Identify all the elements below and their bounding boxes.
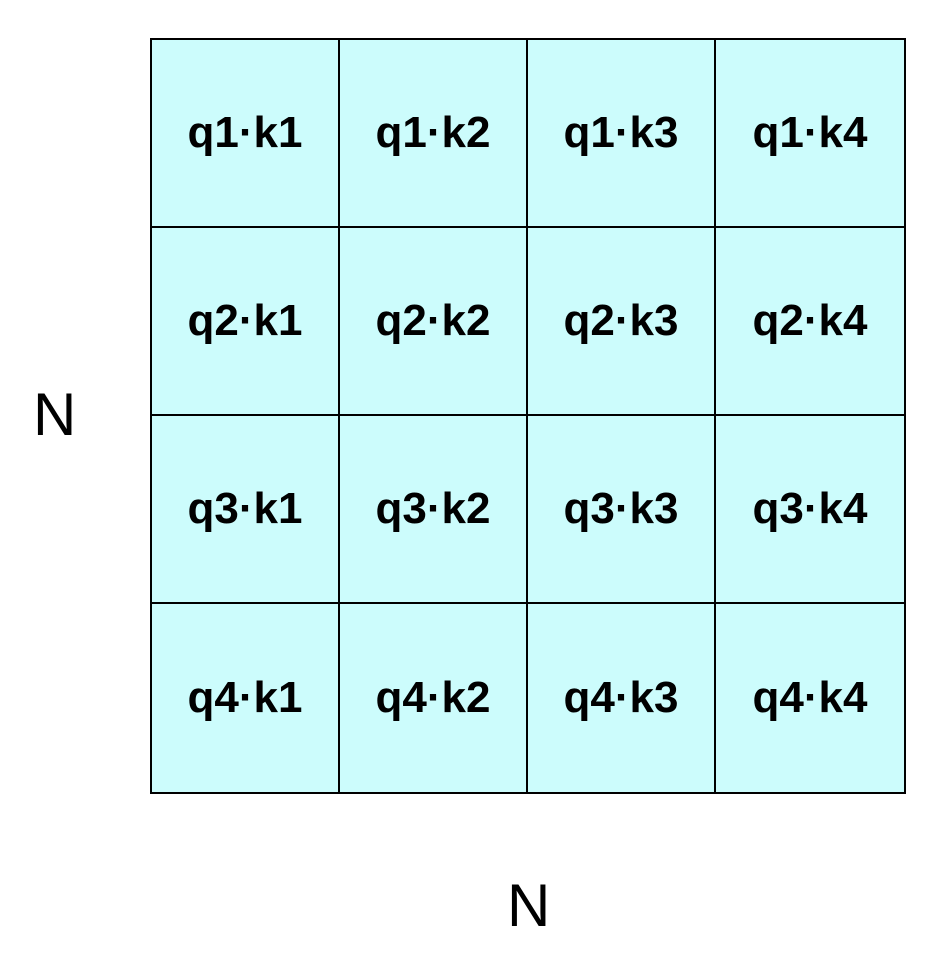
matrix-cell: q1·k2	[340, 40, 528, 228]
matrix-cell: q4·k3	[528, 604, 716, 792]
row-axis-label: N	[33, 381, 77, 448]
matrix-cell: q3·k2	[340, 416, 528, 604]
matrix-cell: q1·k4	[716, 40, 904, 228]
matrix-cell: q3·k1	[152, 416, 340, 604]
matrix-cell: q3·k4	[716, 416, 904, 604]
matrix-cell: q4·k2	[340, 604, 528, 792]
matrix-cell: q2·k4	[716, 228, 904, 416]
matrix-cell: q2·k2	[340, 228, 528, 416]
matrix-cell: q2·k3	[528, 228, 716, 416]
column-axis-label: N	[507, 872, 551, 939]
matrix-cell: q1·k3	[528, 40, 716, 228]
attention-score-matrix: q1·k1 q1·k2 q1·k3 q1·k4 q2·k1 q2·k2 q2·k…	[150, 38, 906, 794]
matrix-cell: q3·k3	[528, 416, 716, 604]
matrix-cell: q4·k1	[152, 604, 340, 792]
matrix-cell: q4·k4	[752, 673, 868, 722]
matrix-cell: q1·k1	[152, 40, 340, 228]
matrix-cell: q2·k1	[152, 228, 340, 416]
